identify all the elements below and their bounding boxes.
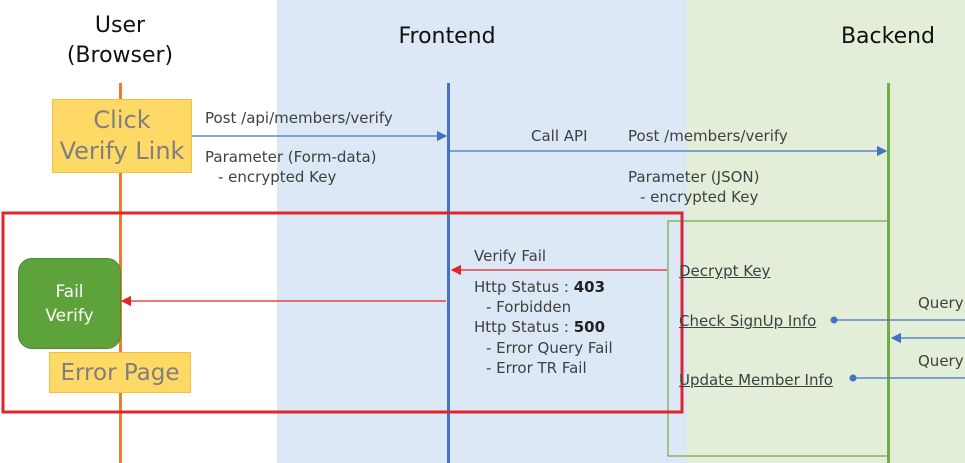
backend-lifeline (887, 83, 890, 463)
error-tr-text: - Error TR Fail (486, 359, 587, 377)
status-500-text: Http Status : 500 (474, 317, 605, 337)
call-api-text: Call API (531, 127, 588, 145)
post-verify-text: Post /api/members/verify (205, 109, 393, 127)
status-403-prefix: Http Status : (474, 278, 574, 296)
fail-verify-node: Fail Verify (18, 258, 121, 349)
click-verify-link-node: Click Verify Link (52, 99, 192, 173)
status-403-code: 403 (573, 278, 606, 296)
forbidden-text: - Forbidden (486, 298, 572, 316)
post-members-text: Post /members/verify (628, 127, 788, 145)
param-form-key-text: - encrypted Key (218, 168, 337, 186)
status-500-code: 500 (573, 318, 606, 336)
frontend-lane (277, 0, 687, 463)
backend-lane-title: Backend (840, 24, 936, 49)
user-lane-title: User (Browser) (66, 13, 174, 68)
error-page-node: Error Page (49, 352, 191, 393)
query-dot-2 (849, 374, 857, 382)
check-signup-step: Check SignUp Info (679, 312, 817, 330)
error-highlight-frame (1, 211, 684, 414)
error-query-text: - Error Query Fail (486, 339, 613, 357)
query-label-2: Query (918, 352, 964, 370)
error-page-label: Error Page (60, 359, 180, 386)
param-form-text: Parameter (Form-data) (205, 148, 377, 166)
frontend-lifeline (447, 83, 450, 463)
query-label-1: Query (918, 294, 964, 312)
verify-fail-text: Verify Fail (474, 247, 547, 265)
param-json-key-text: - encrypted Key (640, 188, 759, 206)
click-verify-link-label: Click Verify Link (59, 106, 185, 165)
decrypt-key-step: Decrypt Key (679, 262, 771, 280)
update-member-step: Update Member Info (679, 371, 833, 389)
param-json-text: Parameter (JSON) (628, 168, 760, 186)
status-403-text: Http Status : 403 (474, 277, 605, 297)
fail-verify-label: Fail Verify (45, 281, 94, 326)
backend-process-frame (667, 220, 889, 457)
query-dot-1 (830, 316, 838, 324)
status-500-prefix: Http Status : (474, 318, 574, 336)
backend-lane (687, 0, 965, 463)
frontend-lane-title: Frontend (398, 24, 496, 49)
